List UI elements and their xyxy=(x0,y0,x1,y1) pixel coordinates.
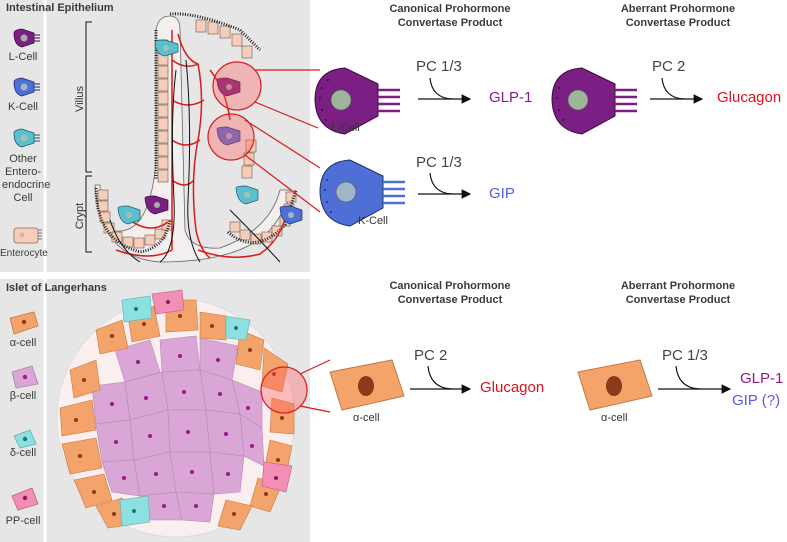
lcell-large-aberrant xyxy=(551,67,637,135)
legend-enterocyte-label: Enterocyte xyxy=(0,248,48,259)
header-canonical-bottom-line2: Convertase Product xyxy=(397,294,503,306)
legend-kcell-icon xyxy=(13,77,40,97)
header-canonical-top-line2: Convertase Product xyxy=(397,17,503,29)
lcell-canonical-cell-label: L-Cell xyxy=(331,122,360,134)
villus-kcell xyxy=(216,126,241,146)
legend-lcell-label: L-Cell xyxy=(8,51,38,63)
villus-label: Villus xyxy=(74,85,86,113)
kcell-canonical-cell-label: K-Cell xyxy=(358,215,388,227)
alpha-canonical-cell-label: α-cell xyxy=(353,412,380,424)
header-aberrant-top-line2: Convertase Product xyxy=(625,17,731,29)
crypt-kcell xyxy=(279,205,303,225)
legend-alpha-label: α-cell xyxy=(9,337,37,349)
header-aberrant-top-line1: Aberrant Prohormone xyxy=(620,3,736,15)
zoom-circle-kcell xyxy=(207,113,255,161)
lcell-large-canonical xyxy=(314,67,400,135)
lcell-aberrant-product: Glucagon xyxy=(717,89,782,106)
legend-other-ee-label: Other Entero-endocrine Cell xyxy=(2,153,51,204)
lcell-aberrant-enzyme: PC 2 xyxy=(652,58,686,75)
alpha-aberrant-product-glp1: GLP-1 xyxy=(740,370,784,387)
header-canonical-bottom: Canonical Prohormone Convertase Product xyxy=(360,279,540,307)
legend-enterocyte-icon xyxy=(13,227,42,244)
header-aberrant-bottom-line2: Convertase Product xyxy=(625,294,731,306)
arrow-hook-alpha-aberrant xyxy=(675,365,701,390)
legend-beta-label: β-cell xyxy=(9,390,37,402)
legend-kcell-label: K-Cell xyxy=(8,101,38,113)
arrow-hook-lcell-canonical xyxy=(429,77,453,100)
intestine-panel-title: Intestinal Epithelium xyxy=(6,2,114,14)
arrow-hook-kcell-canonical xyxy=(429,172,453,195)
legend-lcell-icon xyxy=(13,28,40,48)
crypt-bracket xyxy=(85,175,92,253)
header-canonical-top: Canonical Prohormone Convertase Product xyxy=(360,2,540,30)
lcell-canonical-product: GLP-1 xyxy=(489,89,533,106)
alpha-aberrant-cell-label: α-cell xyxy=(601,412,628,424)
alpha-aberrant-enzyme: PC 1/3 xyxy=(662,347,708,364)
villus-other-ee-top xyxy=(154,39,179,57)
crypt-lcell xyxy=(144,195,169,215)
alpha-large-canonical-nucleus xyxy=(358,376,374,396)
legend-delta-label: δ-cell xyxy=(9,447,37,459)
islet-panel-title: Islet of Langerhans xyxy=(6,282,107,294)
villus-bracket xyxy=(85,21,92,173)
header-aberrant-top: Aberrant Prohormone Convertase Product xyxy=(588,2,768,30)
arrow-hook-alpha-canonical xyxy=(427,365,453,390)
kcell-canonical-enzyme: PC 1/3 xyxy=(416,154,462,171)
alpha-large-aberrant-nucleus xyxy=(606,376,622,396)
crypt-other-ee-right xyxy=(235,185,259,205)
header-aberrant-bottom: Aberrant Prohormone Convertase Product xyxy=(588,279,768,307)
header-canonical-bottom-line1: Canonical Prohormone xyxy=(389,280,511,292)
crypt-other-ee-left xyxy=(117,205,141,225)
legend-pp-label: PP-cell xyxy=(5,515,41,527)
kcell-canonical-product: GIP xyxy=(489,185,515,202)
zoom-lines-intestine xyxy=(244,69,321,213)
header-canonical-top-line1: Canonical Prohormone xyxy=(389,3,511,15)
islet xyxy=(56,289,296,538)
zoom-circle-alpha xyxy=(260,366,308,414)
kcell-large xyxy=(319,159,405,227)
lcell-canonical-enzyme: PC 1/3 xyxy=(416,58,462,75)
zoom-lines-islet xyxy=(299,359,331,413)
header-aberrant-bottom-line1: Aberrant Prohormone xyxy=(620,280,736,292)
villus-structure xyxy=(94,12,303,263)
crypt-label: Crypt xyxy=(74,202,86,230)
arrow-hook-lcell-aberrant xyxy=(661,77,685,100)
alpha-canonical-product: Glucagon xyxy=(480,379,545,396)
zoom-circle-lcell xyxy=(212,61,262,111)
legend-other-ee-icon xyxy=(13,128,40,148)
villus-lcell xyxy=(216,77,241,97)
alpha-aberrant-product-gip: GIP (?) xyxy=(732,392,781,409)
alpha-canonical-enzyme: PC 2 xyxy=(414,347,448,364)
